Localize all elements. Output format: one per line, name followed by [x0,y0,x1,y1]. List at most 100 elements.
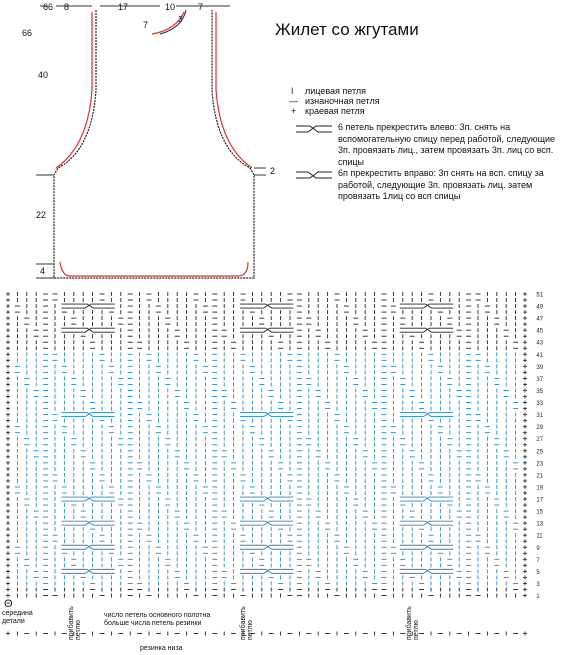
chart-row [6,382,527,387]
chart-row [6,316,527,321]
center-symbol: Θ [4,598,13,610]
row-number: 47 [536,317,543,323]
row-number: 13 [536,522,543,528]
dim-top-left: 66 [42,2,53,12]
chart-row [6,472,527,477]
dim-shoulder-left: 8 [64,2,70,12]
vest-outline [53,10,255,279]
chart-row [6,551,527,556]
chart-row [6,358,527,363]
row-number: 49 [536,305,543,311]
cable-mark [240,544,294,550]
row-number: 1 [536,594,540,600]
schematic-dim-lines [36,5,266,279]
cable-mark [399,327,454,333]
cable-mark [240,496,294,502]
row-number: 7 [536,558,540,564]
cable-mark [61,412,115,418]
chart-row [6,460,527,465]
chart-row [6,509,527,514]
chart-row [6,442,527,447]
legend-cable-right: 6п прекрестить вправо: 3п снять на всп. … [338,168,544,201]
cable-mark [399,412,454,418]
chart-row [6,581,527,586]
cable-mark [61,412,115,418]
page-title: Жилет со жгутами [275,20,419,39]
cable-mark [399,412,454,418]
cable-mark [399,520,454,526]
purl-icon: — [289,96,298,106]
cable-mark [240,496,294,502]
cable-mark [61,327,115,333]
vest-schematic [36,5,266,279]
row-number: 29 [536,425,543,431]
dim-neck-width: 17 [118,2,129,12]
cable-mark [61,520,115,526]
cable-mark [399,496,454,502]
cable-mark [399,568,454,574]
row-number: 21 [536,473,543,479]
chart-row [6,466,527,471]
dim-neck-depth: 7 [143,20,149,30]
add-loop-label-2: прибавить петлю [240,606,254,640]
cable-mark [399,568,454,574]
row-number: 27 [536,437,543,443]
rib-row [6,631,527,636]
chart-row [6,515,527,520]
add-loop-label-3: прибавить петлю [406,606,420,640]
cable-mark [399,544,454,550]
cable-mark [399,303,454,309]
chart-row [6,400,527,405]
chart-row [6,364,527,369]
chart-row [6,340,527,345]
legend-purl: — изнаночная петля [289,96,380,106]
chart-row [6,503,527,508]
row-number: 15 [536,510,543,516]
cable-mark [61,544,115,550]
row-number: 3 [536,582,540,588]
row-number: 31 [536,413,543,419]
chart-row [6,370,527,375]
dim-shoulder-right-a: 10 [165,2,176,12]
dim-shoulder-right-b: 7 [198,2,204,12]
chart-row [6,310,527,315]
row-number: 41 [536,353,543,359]
cable-mark [399,544,454,550]
row-number: 9 [536,546,540,552]
cable-right-icon [296,171,332,179]
knit-icon: ǀ [291,86,294,96]
add-loop-label-1: прибавить петлю [68,606,82,640]
cable-mark [240,520,294,526]
cable-mark [399,496,454,502]
chart-row [6,376,527,381]
legend-cable-left: 6 петель прекрестить влево: 3п. снять на… [338,122,556,167]
cable-mark [240,412,294,418]
chart-row [6,406,527,411]
chart-row [6,575,527,580]
chart-row [6,563,527,568]
legend-knit: ǀ лицевая петля [291,86,367,96]
chart-row [6,557,527,562]
armhole-edge-right [215,12,253,169]
chart-row [6,334,527,339]
chart-row [6,303,527,309]
row-number: 37 [536,377,543,383]
cable-mark [61,327,115,333]
row-number: 19 [536,485,543,491]
cable-mark [240,568,294,574]
chart-row [6,298,527,303]
rib-edge [59,261,249,277]
row-number: 11 [536,534,543,540]
cable-mark [240,544,294,550]
legend-edge: + краевая петля [291,106,365,116]
chart-row [6,322,527,327]
neck-edge [151,11,185,35]
cable-mark [240,303,294,309]
note-between: число петель основного полотна больше чи… [104,612,211,627]
cable-mark [240,303,294,309]
chart-row [6,454,527,459]
cable-mark [61,544,115,550]
cable-mark [61,520,115,526]
cable-mark [61,496,115,502]
chart-row [6,478,527,483]
